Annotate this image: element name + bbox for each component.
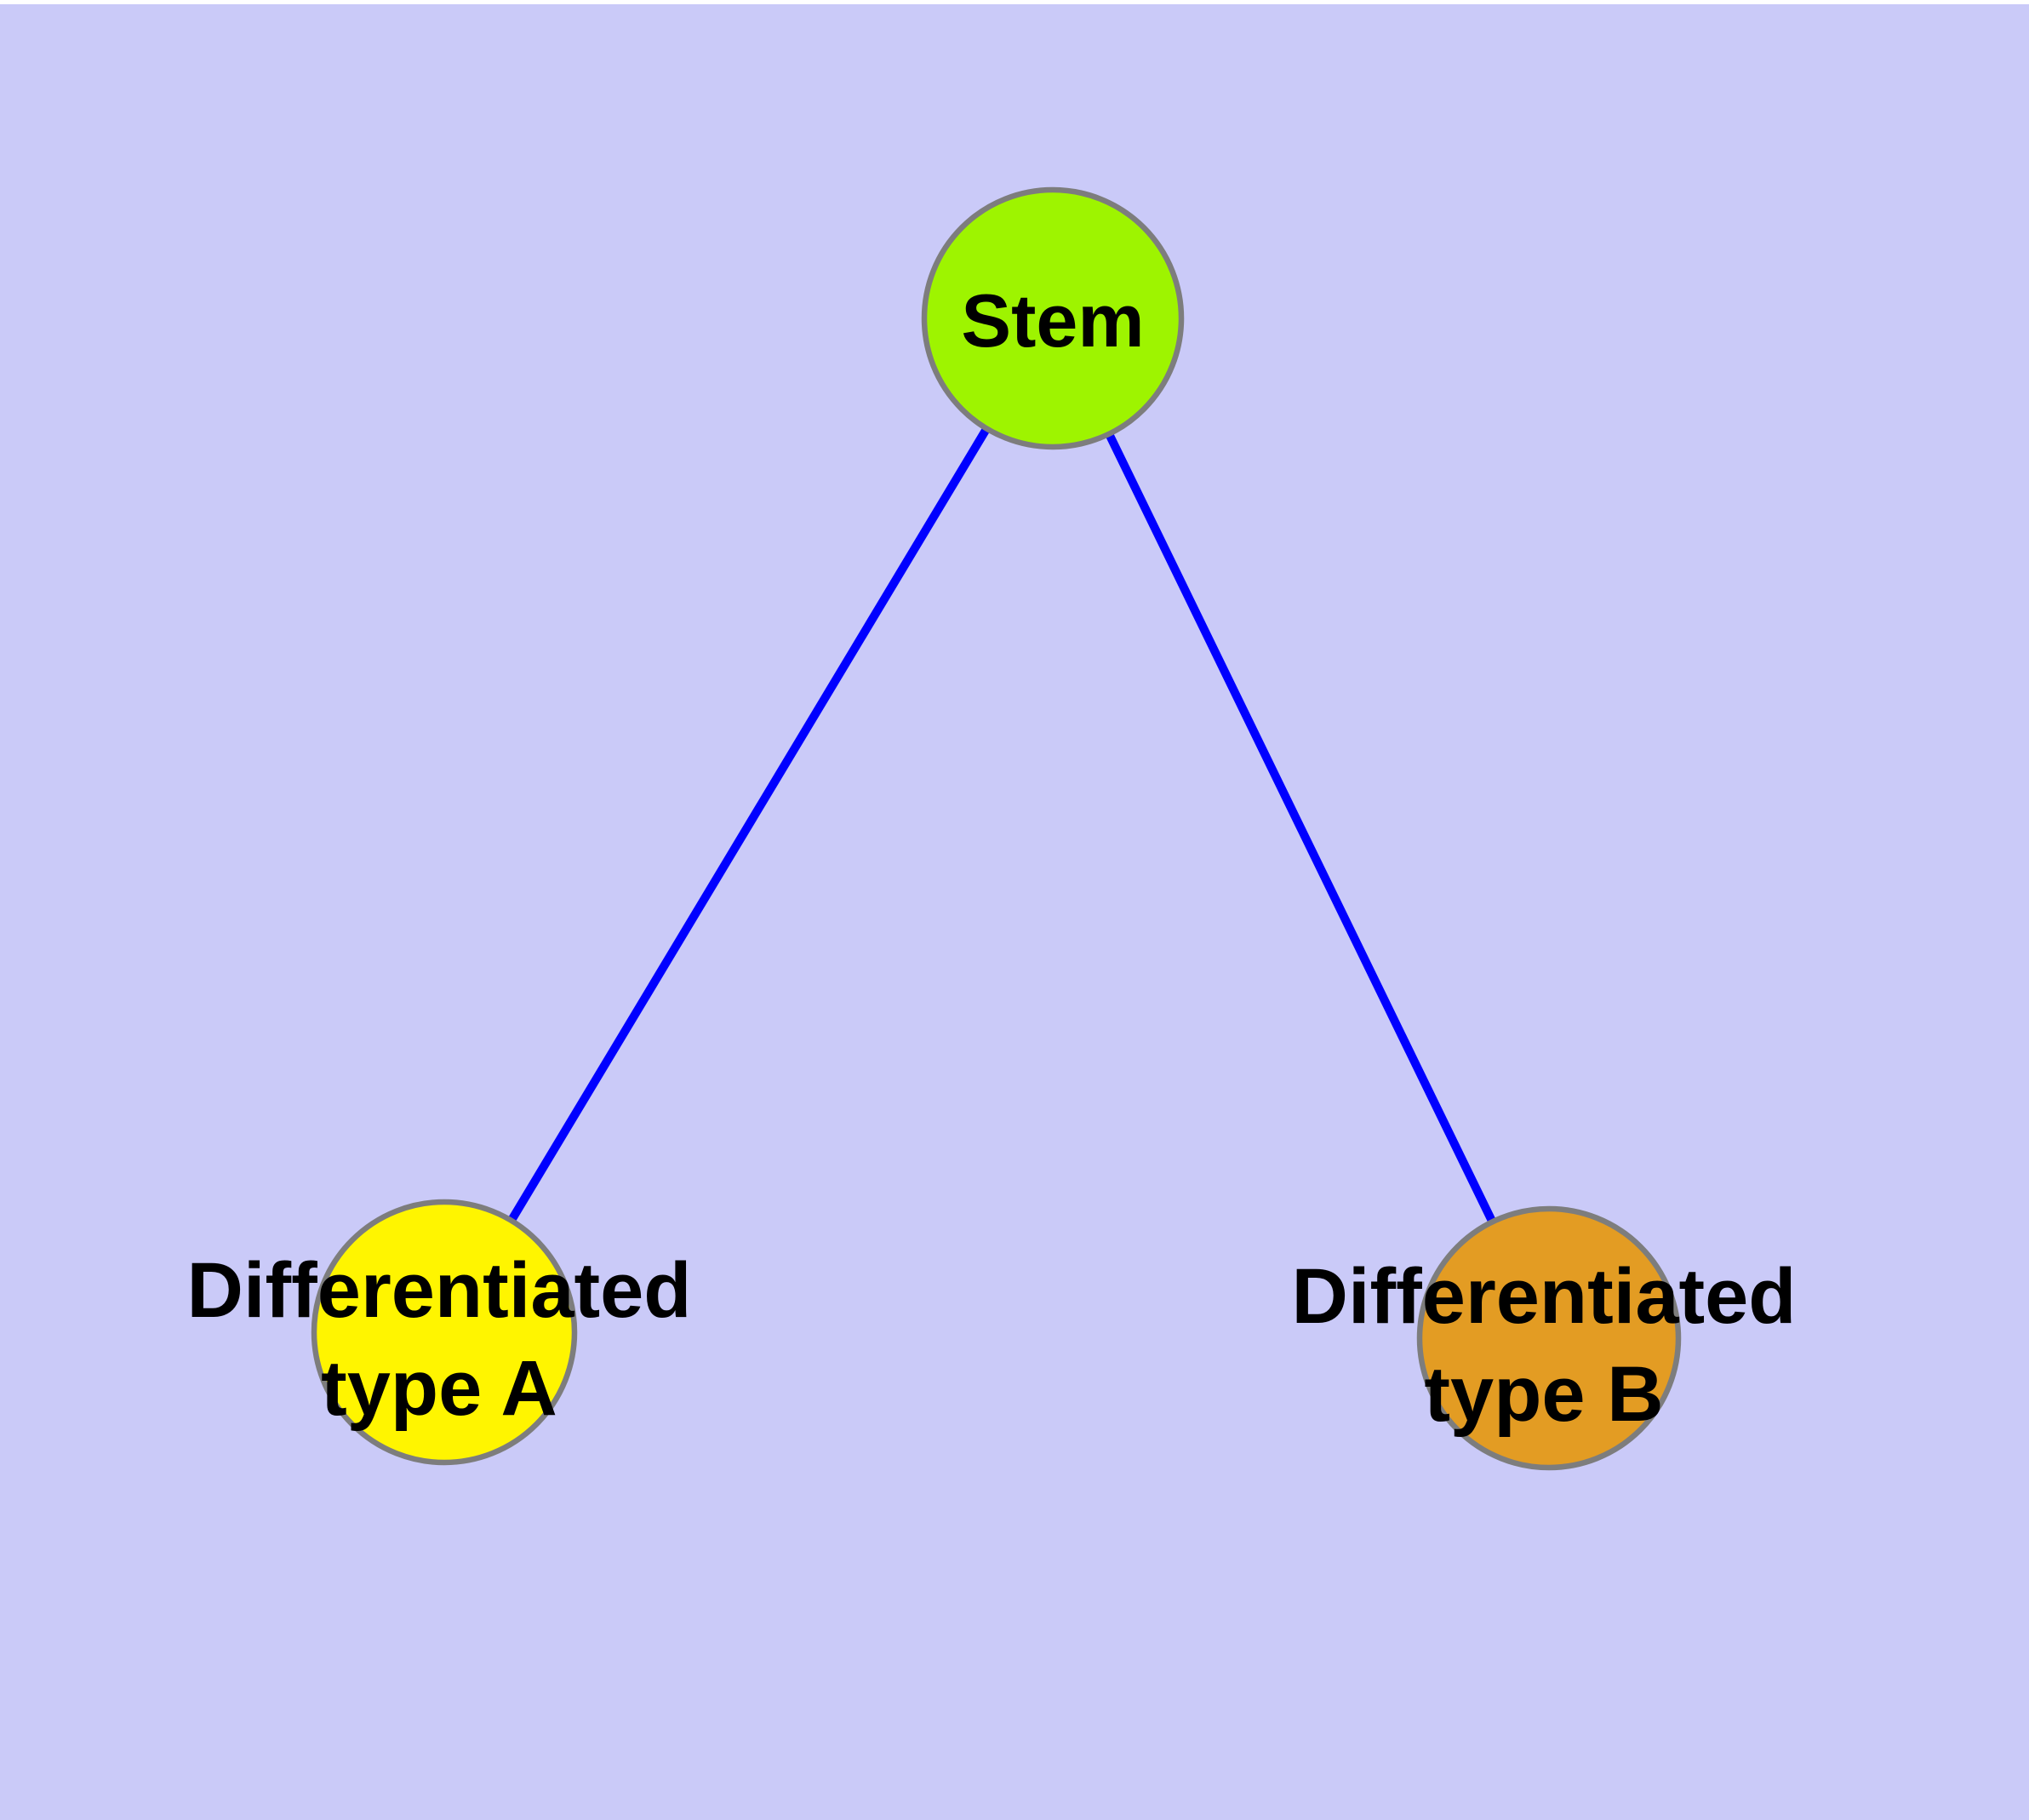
type-b-node: [1416, 1205, 1682, 1471]
type-b-node-label-line2: type B: [1424, 1351, 1663, 1438]
type-a-node-label-line2: type A: [321, 1345, 557, 1432]
type-a-node-label-line1: Differentiated: [187, 1247, 692, 1334]
stem-node: [921, 186, 1185, 450]
type-a-node: [311, 1199, 578, 1466]
edge-stem-to-type-b: [1049, 316, 1553, 1341]
top-margin-strip: [0, 0, 2029, 4]
edge-stem-to-type-a: [440, 316, 1057, 1335]
type-b-node-label-line1: Differentiated: [1292, 1253, 1797, 1340]
stem-node-label: Stem: [961, 278, 1144, 363]
